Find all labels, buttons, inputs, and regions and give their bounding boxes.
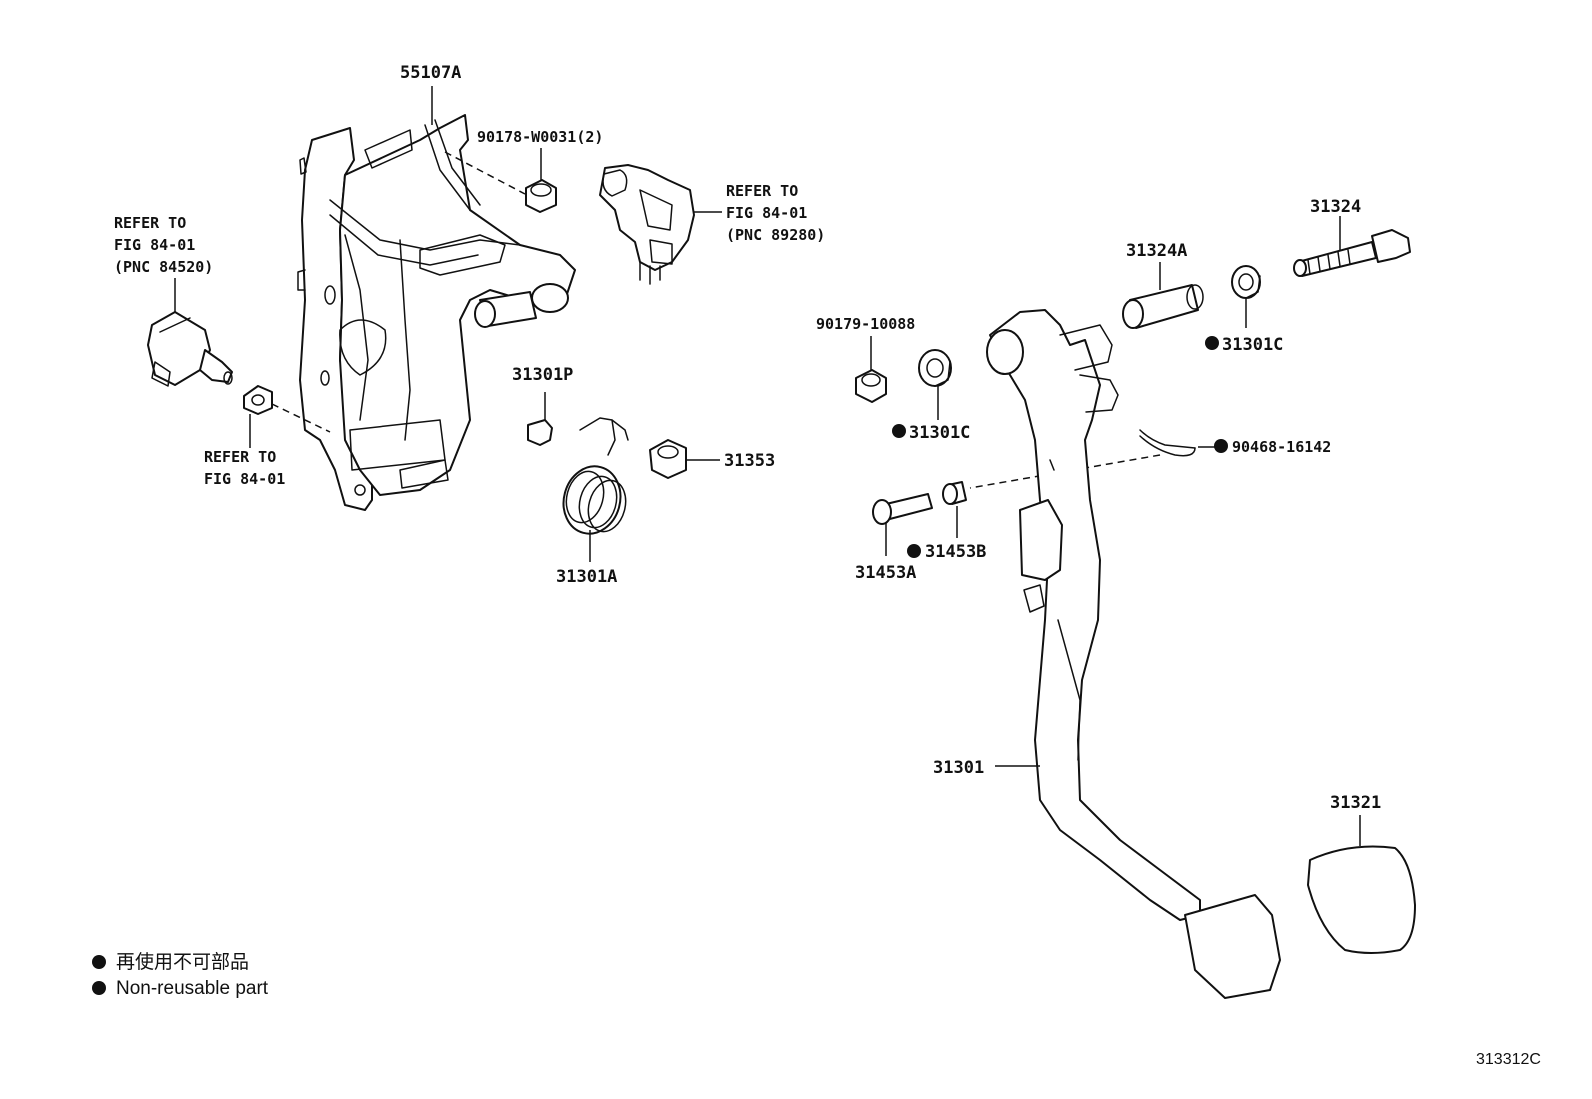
- label-stopper: 31353: [724, 451, 775, 471]
- label-refer-right-3: (PNC 89280): [726, 226, 825, 244]
- legend-jp-text: 再使用不可部品: [116, 951, 249, 973]
- label-snap-pin: 90468-16142: [1232, 438, 1331, 456]
- pedal-pad-drawing: [1307, 815, 1416, 954]
- non-reusable-marker: [892, 424, 906, 438]
- pedal-bracket-drawing: [297, 114, 576, 511]
- label-refer-right-1: REFER TO: [726, 182, 798, 200]
- return-spring-drawing: [562, 417, 629, 562]
- label-refer-left-1: REFER TO: [114, 214, 186, 232]
- non-reusable-marker: [907, 544, 921, 558]
- label-collar: 31324A: [1126, 241, 1187, 261]
- non-reusable-marker: [1205, 336, 1219, 350]
- figure-code: 313312C: [1476, 1051, 1541, 1068]
- stop-switch-drawing: [147, 278, 233, 387]
- label-pedal-lever: 31301: [933, 758, 984, 778]
- label-refer-left-2: FIG 84-01: [114, 236, 195, 254]
- label-refer-nut-2: FIG 84-01: [204, 470, 285, 488]
- label-pin-bushing: 31453B: [925, 542, 986, 562]
- legend-en-text: Non-reusable part: [116, 978, 269, 999]
- label-clip-nut: 90178-W0031(2): [477, 128, 603, 146]
- label-nut-90179: 90179-10088: [816, 315, 915, 333]
- label-spring-clip: 31301P: [512, 365, 573, 385]
- position-sensor-drawing: [599, 164, 722, 285]
- label-bolt: 31324: [1310, 197, 1361, 217]
- pedal-lever-drawing: [986, 309, 1281, 999]
- pivot-bolt-drawing: [1293, 216, 1411, 277]
- stopper-drawing: [649, 439, 720, 479]
- label-bushing-left: 31301C: [909, 423, 970, 443]
- label-spring: 31301A: [556, 567, 617, 587]
- label-refer-nut-1: REFER TO: [204, 448, 276, 466]
- clevis-pin-drawing: [872, 493, 933, 556]
- legend: 再使用不可部品 Non-reusable part: [92, 951, 269, 999]
- label-refer-left-3: (PNC 84520): [114, 258, 213, 276]
- label-refer-right-2: FIG 84-01: [726, 204, 807, 222]
- snap-pin-drawing: [969, 429, 1218, 489]
- bushing-left-drawing: [918, 349, 952, 420]
- pin-bushing-drawing: [942, 481, 967, 538]
- label-bracket: 55107A: [400, 63, 461, 83]
- clip-nut-drawing: [444, 151, 557, 213]
- legend-marker-en: [92, 981, 106, 995]
- collar-drawing: [1122, 262, 1204, 329]
- label-clevis-pin: 31453A: [855, 563, 916, 583]
- non-reusable-marker: [1214, 439, 1228, 453]
- flange-nut-drawing: [855, 336, 887, 403]
- bushing-right-drawing: [1231, 265, 1261, 328]
- legend-marker-jp: [92, 955, 106, 969]
- label-pedal-pad: 31321: [1330, 793, 1381, 813]
- spring-clip-drawing: [527, 392, 553, 446]
- switch-nut-drawing: [243, 385, 331, 448]
- label-bushing-right: 31301C: [1222, 335, 1283, 355]
